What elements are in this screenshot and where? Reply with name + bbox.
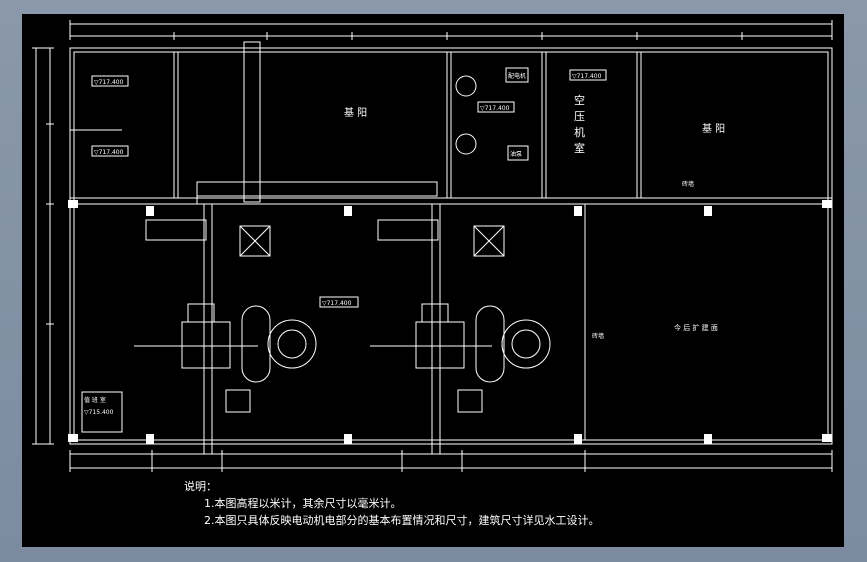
main-level-tag: ▽717.400	[322, 300, 352, 307]
compressor-room-label-1: 空	[574, 93, 585, 107]
right-room-label: 基 阳	[702, 122, 725, 135]
powerhouse-plan-drawing: 基 阳 基 阳 空 压 机 室 今 后 扩 建 面 ▽717.400 ▽717.…	[32, 20, 833, 472]
machine-a-label: 配电机	[508, 72, 526, 80]
compressor-level-tag: ▽717.400	[572, 73, 602, 80]
room-level-tag-a: ▽717.400	[94, 79, 124, 86]
compressor-room-label-4: 室	[574, 141, 585, 155]
future-area-label: 今 后 扩 建 面	[674, 323, 718, 332]
drawing-notes: 说明： 1.本图高程以米计，其余尺寸以毫米计。 2.本图只具体反映电动机电部分的…	[184, 478, 600, 529]
notes-title: 说明：	[184, 480, 217, 493]
duty-room-label: 值 班 室	[84, 396, 106, 404]
left-room-label: 基 阳	[344, 106, 367, 119]
middle-level-tag: ▽717.400	[480, 105, 510, 112]
note-item-1: 1.本图高程以米计，其余尺寸以毫米计。	[204, 497, 402, 510]
wall-note-b: 砖墙	[682, 180, 694, 188]
duty-room-level: ▽715.400	[84, 409, 114, 416]
room-level-tag-b: ▽717.400	[94, 149, 124, 156]
drawing-canvas[interactable]: 基 阳 基 阳 空 压 机 室 今 后 扩 建 面 ▽717.400 ▽717.…	[22, 14, 844, 547]
note-item-2: 2.本图只具体反映电动机电部分的基本布置情况和尺寸，建筑尺寸详见水工设计。	[204, 514, 600, 527]
wall-note-a: 砖墙	[592, 332, 604, 340]
compressor-room-label-2: 压	[574, 110, 585, 123]
machine-b-label: 油泵	[510, 150, 522, 158]
compressor-room-label-3: 机	[574, 125, 585, 139]
